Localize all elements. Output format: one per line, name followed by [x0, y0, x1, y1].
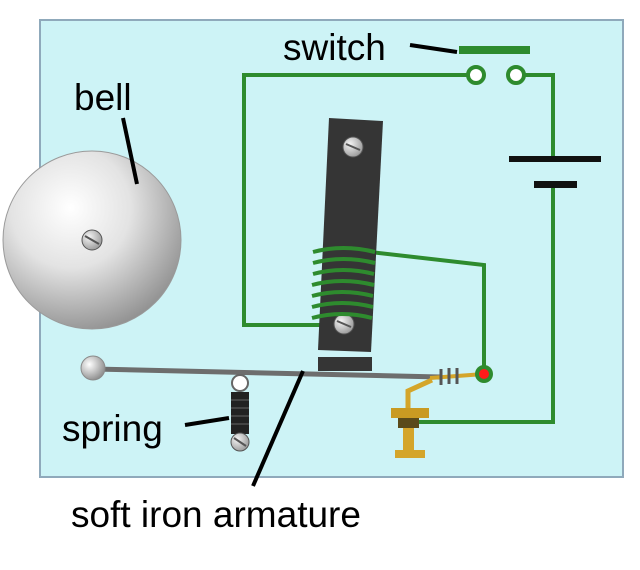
- screw-head: [391, 408, 429, 418]
- electromagnet-coil: [311, 246, 376, 320]
- armature-block: [318, 357, 372, 371]
- spring-leader-line: [184, 416, 230, 427]
- core-top-screw-slot: [345, 143, 361, 151]
- spring-screw-slot: [233, 437, 247, 447]
- battery: [509, 156, 601, 188]
- spring-label: spring: [62, 408, 163, 449]
- screw-bracket: [405, 377, 434, 410]
- hammer-rod: [92, 366, 441, 380]
- switch-terminal-right: [506, 65, 526, 85]
- switch: [459, 46, 530, 85]
- battery-short-plate: [534, 181, 577, 188]
- wire-switch-to-coil: [242, 73, 470, 327]
- switch-leader-line: [409, 43, 458, 54]
- hammer-ball: [80, 355, 106, 381]
- switch-label: switch: [283, 27, 386, 68]
- battery-long-plate: [509, 156, 601, 162]
- core-bottom-screw-slot: [336, 320, 352, 328]
- wire-battery-to-screw: [410, 186, 555, 424]
- contact-point: [479, 369, 489, 379]
- circuit-wires: [242, 73, 555, 424]
- screw-base: [395, 450, 425, 458]
- bell-label: bell: [74, 77, 132, 118]
- armature-label: soft iron armature: [71, 494, 361, 535]
- contact-spring-coils: [439, 368, 459, 385]
- return-spring: [230, 374, 250, 452]
- switch-lever: [459, 46, 530, 54]
- bell-leader-line: [121, 117, 139, 185]
- wire-coil-to-contact: [369, 250, 486, 372]
- spring-body: [231, 392, 249, 434]
- adjusting-screw: [391, 377, 434, 458]
- bell: [2, 150, 182, 330]
- bell-screw-slot: [84, 235, 100, 245]
- armature-leader-line: [251, 370, 305, 487]
- screw-nut: [398, 418, 419, 428]
- electromagnet: [311, 118, 383, 352]
- screw-shaft: [403, 428, 414, 450]
- spring-highlights: [231, 399, 249, 425]
- switch-terminal-left: [466, 65, 486, 85]
- wire-switch-to-battery: [516, 73, 555, 160]
- spring-top-hook: [231, 374, 249, 392]
